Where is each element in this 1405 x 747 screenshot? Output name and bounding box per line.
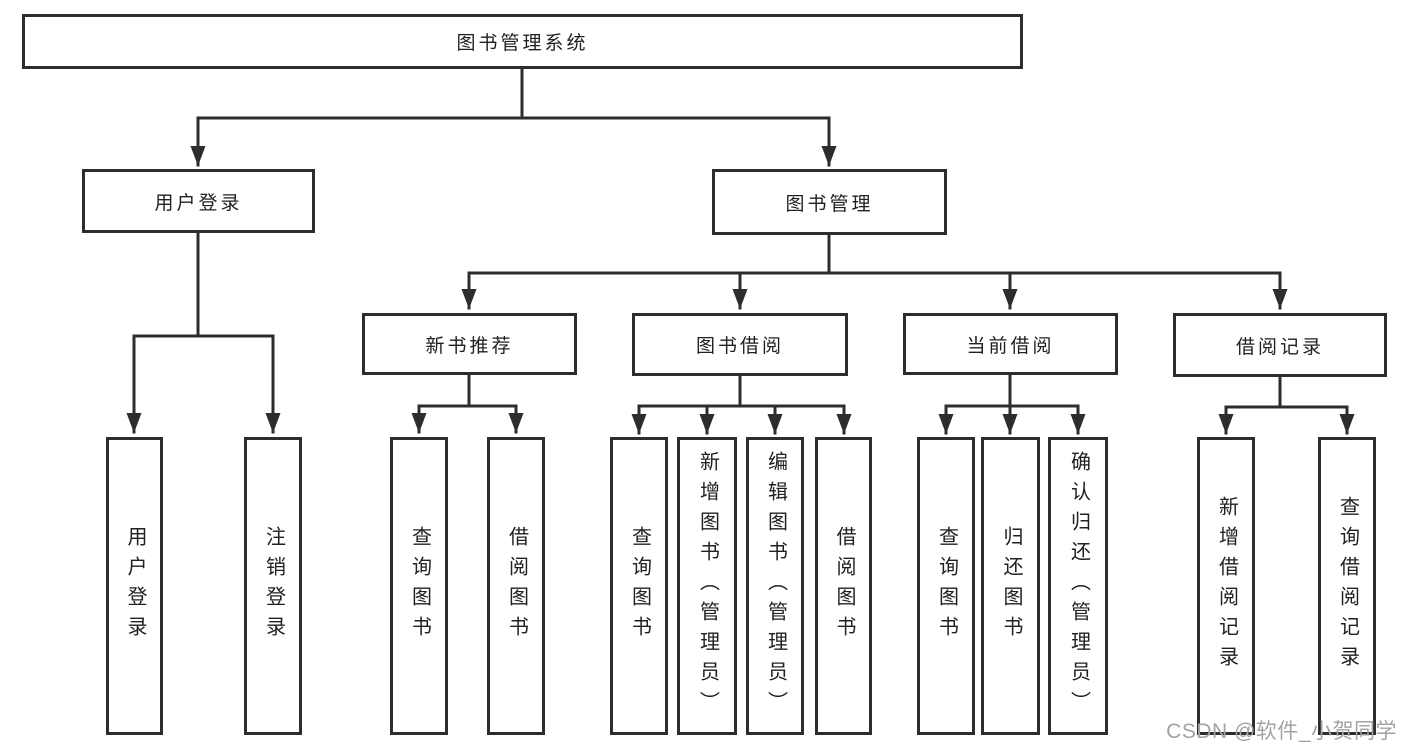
node-current-query-books: 查询图书: [917, 437, 975, 735]
connector-mgmt-bus: [467, 233, 1282, 275]
node-label: 借阅图书: [505, 526, 528, 646]
node-label: 新书推荐: [425, 335, 514, 357]
node-label: 当前借阅: [966, 335, 1055, 357]
node-label: 编辑图书（管理员）: [764, 451, 787, 721]
node-current-confirm-return-admin: 确认归还（管理员）: [1048, 437, 1108, 735]
node-label: 查询图书: [935, 526, 958, 646]
node-label: 确认归还（管理员）: [1067, 451, 1090, 721]
node-current-return-books: 归还图书: [981, 437, 1040, 735]
node-book-borrow: 图书借阅: [632, 313, 848, 376]
node-label: 归还图书: [1000, 526, 1022, 646]
node-label: 新增借阅记录: [1215, 496, 1238, 676]
node-records-query-record: 查询借阅记录: [1318, 437, 1376, 735]
node-library-system: 图书管理系统: [22, 14, 1023, 69]
node-label: 查询图书: [408, 526, 431, 646]
connector-recommend-bus: [417, 373, 518, 408]
node-records-add-record: 新增借阅记录: [1197, 437, 1255, 735]
node-leaf-logout: 注销登录: [244, 437, 302, 735]
node-borrow-edit-books-admin: 编辑图书（管理员）: [746, 437, 804, 735]
node-borrow-records: 借阅记录: [1173, 313, 1387, 377]
node-leaf-user-login: 用户登录: [106, 437, 163, 735]
csdn-watermark: CSDN @软件_小贺同学: [1166, 720, 1397, 743]
node-recommend-query-books: 查询图书: [390, 437, 448, 735]
node-user-login: 用户登录: [82, 169, 315, 233]
node-label: 注销登录: [262, 526, 285, 646]
node-label: 借阅记录: [1235, 336, 1324, 358]
node-recommend-borrow-books: 借阅图书: [487, 437, 545, 735]
node-label: 查询借阅记录: [1336, 496, 1359, 676]
node-current-borrow: 当前借阅: [903, 313, 1118, 375]
connector-login-bus: [132, 231, 275, 338]
node-borrow-query-books: 查询图书: [610, 437, 668, 735]
node-label: 用户登录: [124, 526, 146, 646]
node-label: 查询图书: [628, 526, 651, 646]
node-label: 图书管理: [785, 193, 874, 215]
node-label: 用户登录: [154, 192, 243, 214]
node-label: 新增图书（管理员）: [696, 451, 719, 721]
node-borrow-add-books-admin: 新增图书（管理员）: [677, 437, 737, 735]
connector-records-bus: [1224, 375, 1349, 409]
connector-borrow-bus: [637, 373, 846, 408]
node-label: 图书管理系统: [456, 33, 589, 54]
node-label: 图书借阅: [695, 336, 784, 357]
node-book-management: 图书管理: [712, 169, 947, 235]
node-new-book-recommend: 新书推荐: [362, 313, 577, 375]
node-borrow-borrow-books: 借阅图书: [815, 437, 872, 735]
connector-current-bus: [944, 373, 1080, 408]
connector-root-bus: [196, 67, 831, 120]
node-label: 借阅图书: [833, 526, 855, 646]
